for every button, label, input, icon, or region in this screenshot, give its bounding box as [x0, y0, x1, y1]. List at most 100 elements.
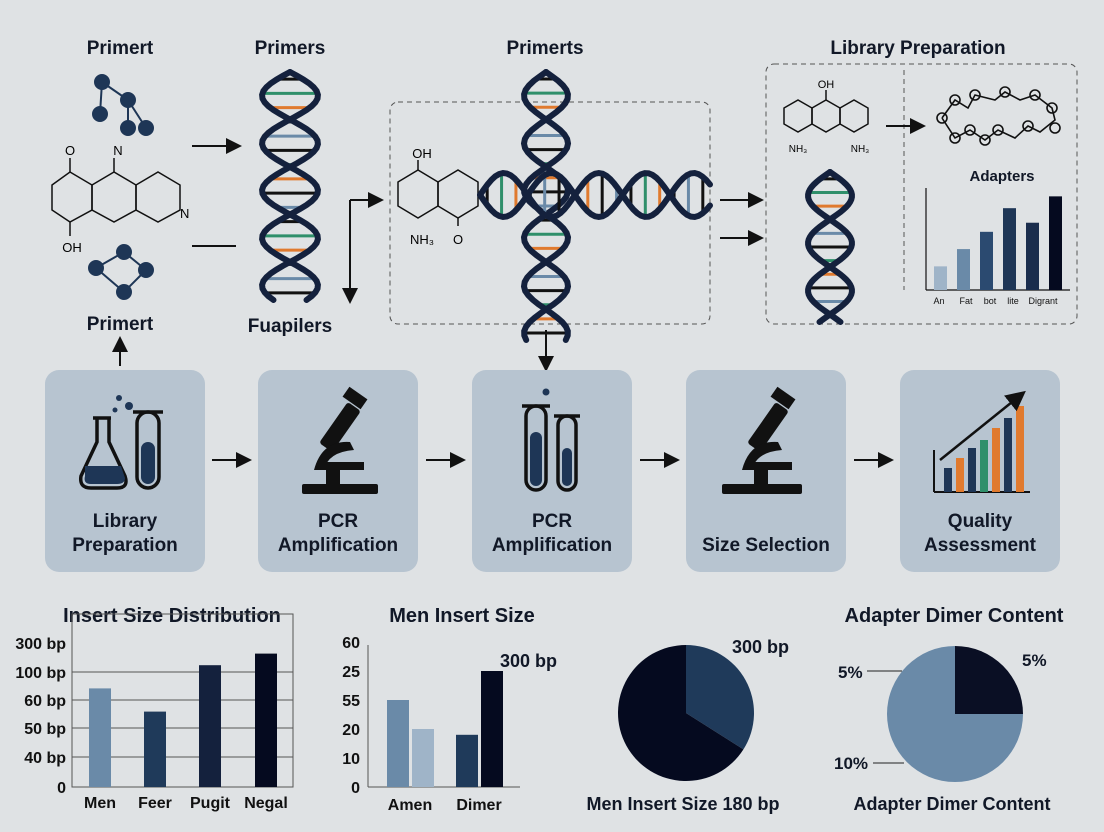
- pie-slice: [955, 646, 1023, 714]
- chemical-structure-icon: [783, 90, 869, 133]
- atom-nh: NH₃: [851, 144, 870, 155]
- step-label: PCR Amplification: [491, 511, 613, 556]
- chart-title: Adapter Dimer Content: [845, 605, 1064, 627]
- bar: [199, 665, 221, 787]
- flask-and-test-tube-icon: [78, 395, 163, 490]
- label-primert-bottom: Primert: [87, 314, 154, 335]
- adapters-bar: [934, 266, 947, 290]
- step-label: PCR Amplification: [277, 511, 399, 556]
- adapters-bar: [1003, 208, 1016, 290]
- x-tick-label: Feer: [138, 795, 172, 812]
- y-tick-label: 60: [342, 635, 360, 652]
- growth-chart-icon: [933, 390, 1030, 493]
- adapters-tick-label: bot: [984, 296, 997, 306]
- microscope-icon: [722, 386, 802, 494]
- bar: [144, 711, 166, 787]
- step-label: Library Preparation: [72, 511, 178, 556]
- bar: [387, 700, 409, 787]
- bar: [412, 729, 434, 787]
- helix-strand: [259, 69, 321, 303]
- adapters-bar: [1049, 196, 1062, 290]
- bar: [456, 734, 478, 787]
- adapters-tick-label: An: [933, 296, 944, 306]
- test-tubes-icon: [522, 388, 580, 492]
- adapters-chart-title: Adapters: [969, 168, 1034, 185]
- adapter-dimer-pie: [887, 646, 1023, 782]
- atom-oh: OH: [412, 146, 432, 161]
- y-tick-label: 0: [351, 780, 360, 797]
- flow-arrows: [112, 118, 926, 468]
- y-tick-label: 50 bp: [24, 721, 66, 738]
- chart-title: Insert Size Distribution: [63, 605, 281, 627]
- atom-nh: NH₃: [789, 144, 808, 155]
- helix-strand: [805, 169, 855, 325]
- adapters-bar: [980, 231, 993, 290]
- atom-n: N: [180, 206, 189, 221]
- atom-o: O: [453, 232, 463, 247]
- y-tick-label: 100 bp: [15, 665, 66, 682]
- pie-slice: [887, 646, 1023, 782]
- library-preparation-dashed-box: [765, 63, 1078, 325]
- atom-oh: OH: [818, 79, 835, 91]
- adapters-tick-label: Digrant: [1028, 296, 1058, 306]
- dna-helices: [259, 69, 855, 343]
- atom-nh: NH₃: [410, 232, 434, 247]
- bar: [89, 688, 111, 787]
- y-tick-label: 10: [342, 751, 360, 768]
- x-tick-label: Negal: [244, 795, 288, 812]
- adapter-chain-icon: [936, 86, 1061, 146]
- pie-slice: [686, 645, 755, 750]
- pie-slice: [618, 645, 744, 781]
- chart-title: Men Insert Size: [389, 605, 535, 627]
- molecule-graph-icon: [88, 244, 154, 300]
- pie-label: 10%: [834, 754, 868, 773]
- y-tick-label: 60 bp: [24, 693, 66, 710]
- dna-helix-icon: [805, 169, 855, 325]
- y-tick-label: 55: [342, 693, 360, 710]
- adapters-tick-label: Fat: [959, 296, 973, 306]
- step-size-selection[interactable]: Size Selection: [686, 370, 846, 572]
- label-fuapilers: Fuapilers: [248, 316, 332, 337]
- step-quality-assessment[interactable]: Quality Assessment: [900, 370, 1060, 572]
- adapters-tick-label: lite: [1007, 296, 1019, 306]
- annotation-300bp: 300 bp: [732, 637, 789, 657]
- step-pcr-amplification-2[interactable]: PCR Amplification: [472, 370, 632, 572]
- label-primerts: Primerts: [506, 38, 583, 59]
- x-tick-label: Pugit: [190, 795, 231, 812]
- molecule-graph-icon: [92, 74, 154, 136]
- y-tick-label: 20: [342, 722, 360, 739]
- x-tick-label: Amen: [388, 797, 432, 814]
- x-tick-label: Men: [84, 795, 116, 812]
- label-library-preparation: Library Preparation: [830, 38, 1005, 59]
- adapters-bar: [957, 249, 970, 290]
- step-label: Quality Assessment: [924, 511, 1036, 556]
- step-library-preparation[interactable]: Library Preparation: [45, 370, 205, 572]
- step-pcr-amplification[interactable]: PCR Amplification: [258, 370, 418, 572]
- pie-caption: Men Insert Size 180 bp: [586, 794, 779, 814]
- dna-helix-icon: [259, 69, 321, 303]
- primerts-dashed-box: [389, 101, 711, 325]
- dna-helix-icon: [477, 169, 713, 221]
- men-insert-size-pie: [618, 645, 755, 781]
- label-primert-top: Primert: [87, 38, 154, 59]
- y-tick-label: 40 bp: [24, 750, 66, 767]
- pie-caption: Adapter Dimer Content: [853, 794, 1050, 814]
- pie-label: 5%: [838, 663, 863, 682]
- atom-o: O: [65, 143, 75, 158]
- adapters-bar: [1026, 222, 1039, 290]
- x-tick-label: Dimer: [456, 797, 501, 814]
- chemical-structure-icon: [51, 158, 181, 236]
- bar: [481, 671, 503, 787]
- step-label: Size Selection: [702, 535, 830, 556]
- microscope-icon: [302, 386, 378, 494]
- atom-oh: OH: [62, 240, 82, 255]
- atom-n: N: [113, 143, 122, 158]
- bar: [255, 653, 277, 787]
- helix-strand: [805, 169, 855, 325]
- label-primers: Primers: [255, 38, 326, 59]
- annotation-300bp: 300 bp: [500, 651, 557, 671]
